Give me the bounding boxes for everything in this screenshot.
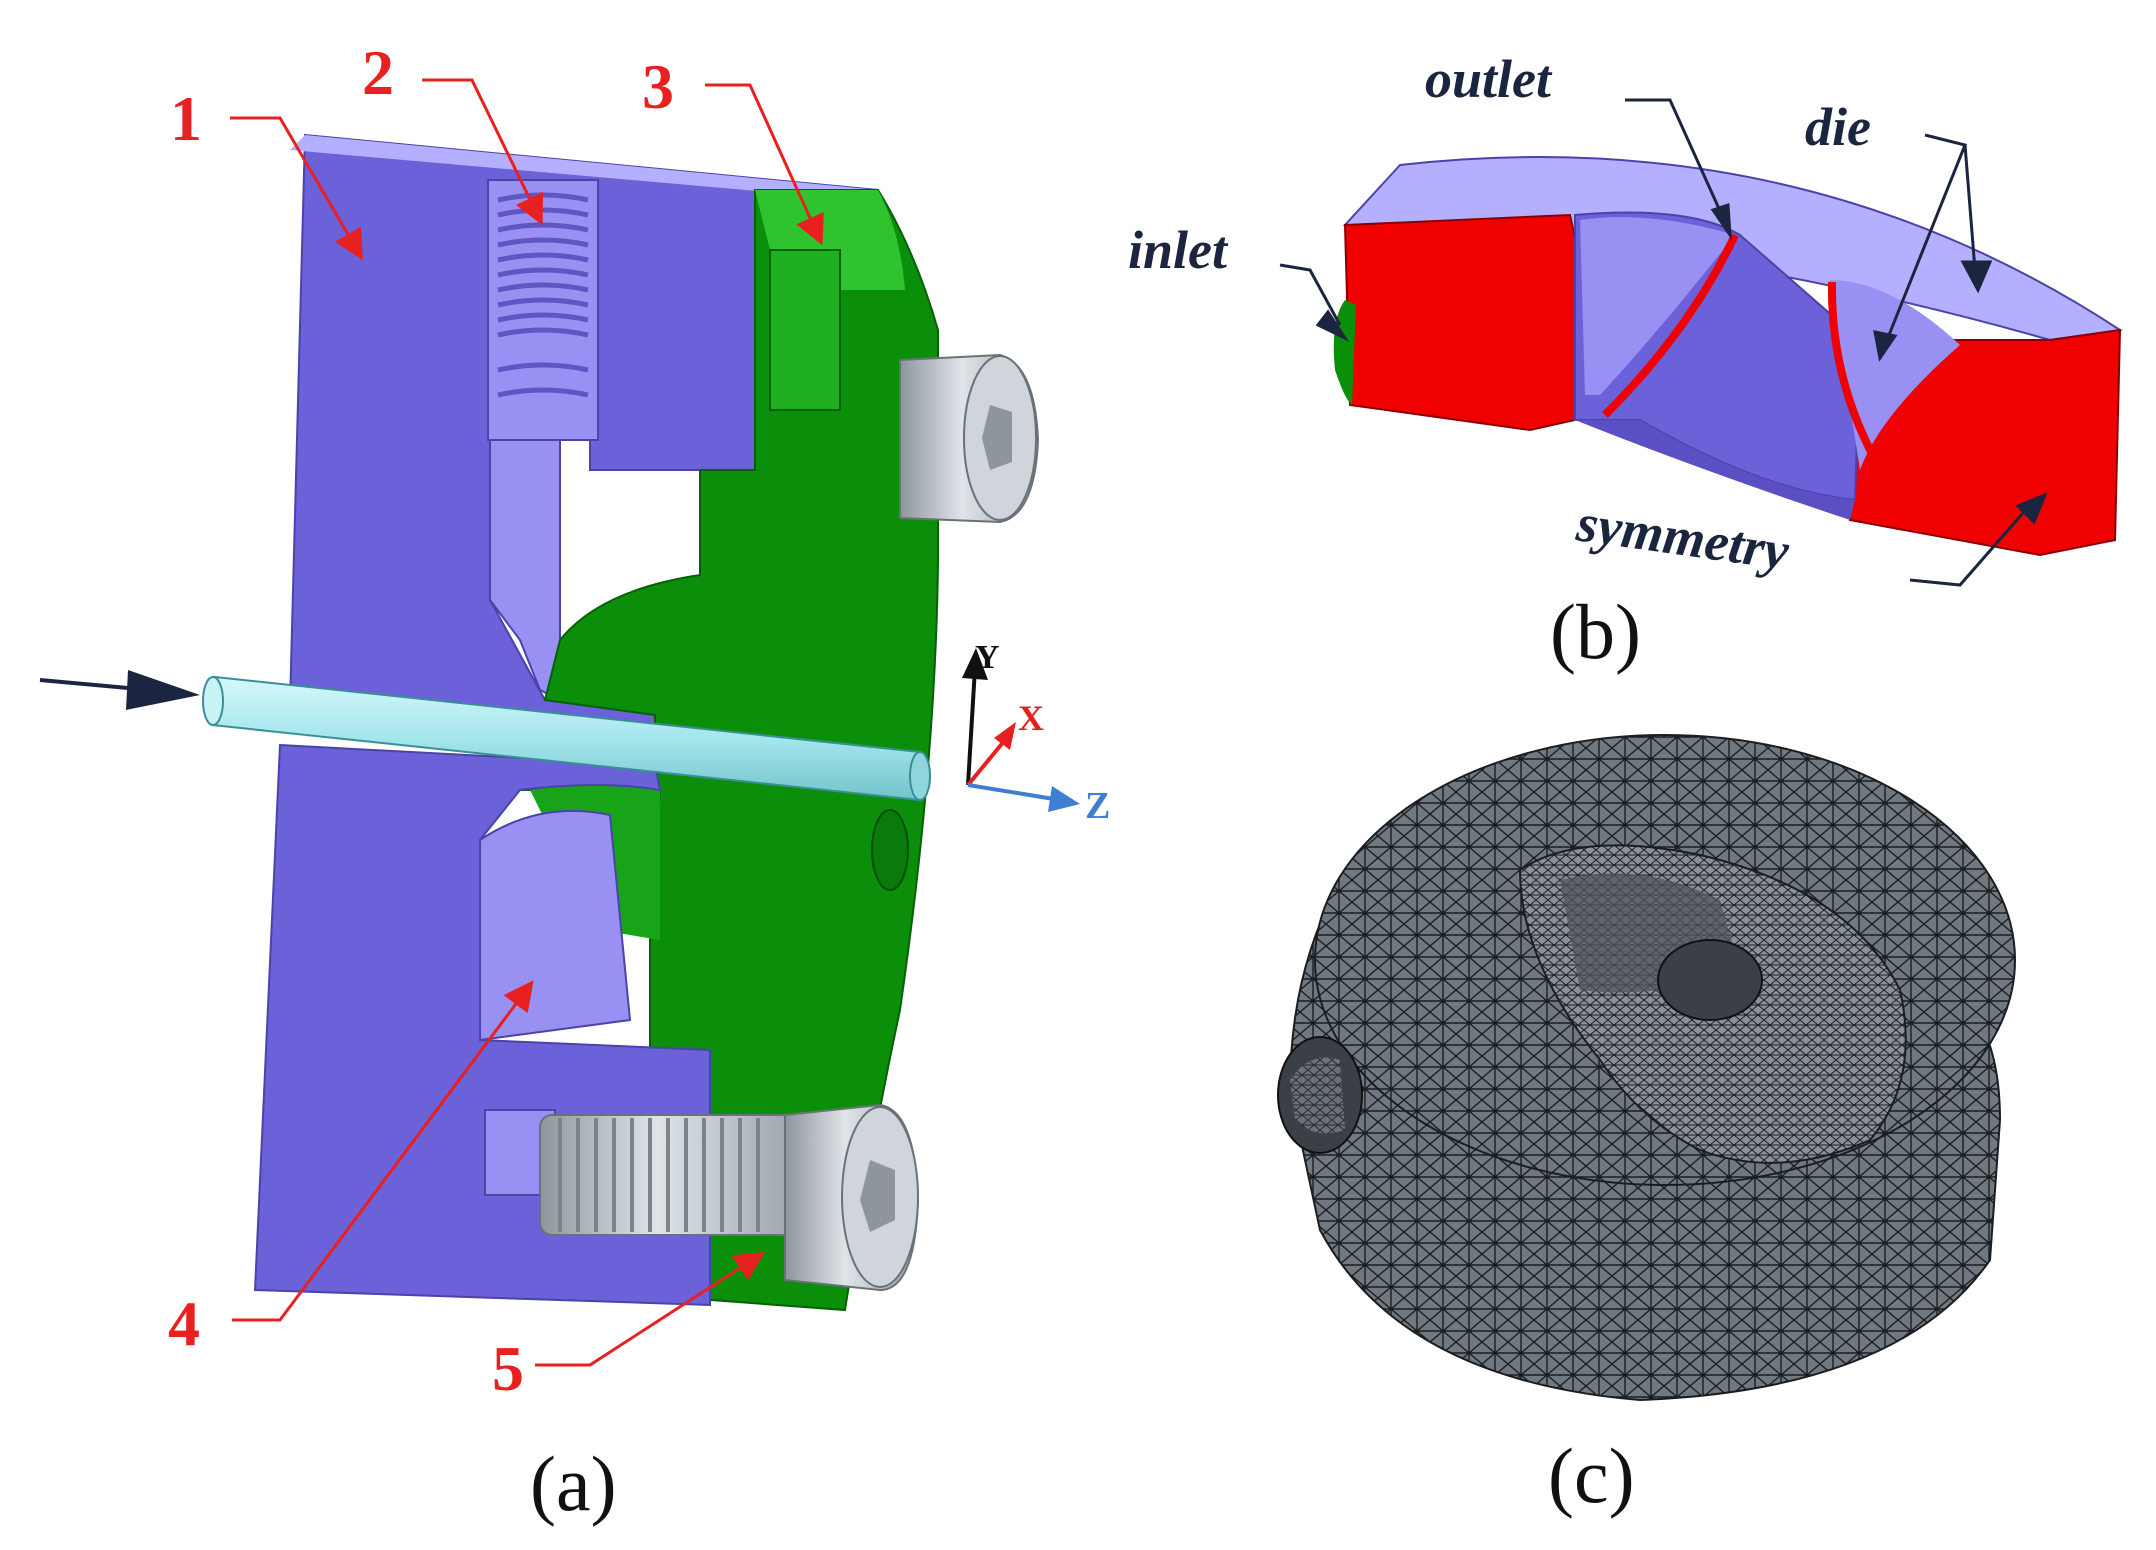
symmetry-leader: [1909, 504, 2032, 587]
callouts: [230, 78, 824, 1367]
axis-x-arrow: [994, 722, 1016, 750]
axis-x-label: X: [1018, 698, 1044, 738]
axis-y-label: Y: [975, 639, 1000, 676]
label-die: die: [1805, 97, 1871, 157]
axis-z-label: Z: [1085, 785, 1110, 827]
label-symmetry: symmetry: [1572, 492, 1793, 581]
caption-c: (c): [1548, 1432, 1635, 1519]
axis-y-arrow: [962, 648, 988, 680]
outlet-leader: [1625, 98, 1727, 223]
caption-a: (a): [530, 1440, 617, 1527]
callout-5-leader: [535, 1251, 766, 1367]
feed-arrow: [39, 670, 200, 710]
callout-5: 5: [492, 1333, 524, 1404]
coordinate-axes: Y X Z: [962, 639, 1110, 827]
upper-bolt-head: [899, 353, 1040, 524]
callout-2: 2: [362, 37, 394, 108]
panel-b-leaders: [1279, 98, 2048, 587]
callout-2-leader: [422, 78, 544, 226]
axis-z-arrow: [1048, 786, 1080, 812]
label-inlet: inlet: [1128, 220, 1229, 280]
inlet-leader: [1279, 263, 1342, 326]
panel-a: Y X Z 1 2 3 4 5 (a): [39, 37, 1110, 1527]
upper-thread-hole: [487, 179, 599, 441]
caption-b: (b): [1550, 588, 1641, 675]
panel-c: (c): [1277, 734, 2016, 1519]
callout-3-leader: [705, 83, 824, 246]
lower-bolt: [539, 1103, 920, 1292]
panel-b: inlet outlet die symmetry (b): [1128, 49, 2123, 675]
callout-4: 4: [168, 1288, 200, 1359]
label-outlet: outlet: [1425, 49, 1553, 109]
callout-1-leader: [230, 116, 364, 261]
callout-4-leader: [232, 980, 534, 1322]
rod: [202, 675, 931, 802]
callout-3: 3: [642, 51, 674, 122]
callout-1: 1: [170, 83, 202, 154]
